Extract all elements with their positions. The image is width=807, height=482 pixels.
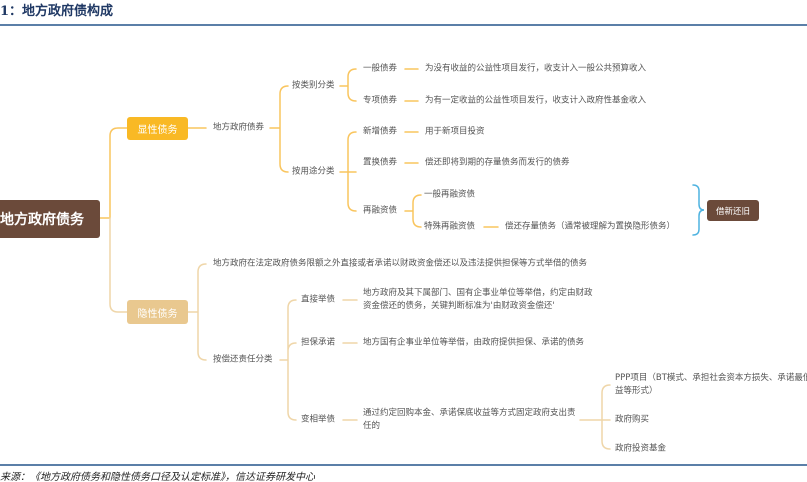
implicit-debt-node: 隐性债务 bbox=[127, 300, 188, 324]
direct-borrowing-desc: 地方政府及其下属部门、国有企事业单位等举借，约定由财政资金偿还的债务，关键判断标… bbox=[363, 288, 593, 311]
ppp-node: PPP项目（BT模式、承担社会资本方损失、承诺最低收益等形式） bbox=[615, 373, 807, 396]
refinance-note-node: 借新还旧 bbox=[707, 200, 759, 221]
implicit-definition: 地方政府在法定政府债务限额之外直接或者承诺以财政资金偿还以及违法提供担保等方式举… bbox=[213, 258, 588, 269]
new-bond-node: 新增债券 bbox=[363, 126, 398, 137]
refinance-bond-node: 再融资债 bbox=[363, 205, 398, 216]
explicit-connectors bbox=[99, 68, 499, 228]
explicit-debt-node: 显性债务 bbox=[127, 117, 188, 140]
replacement-bond-node: 置换债券 bbox=[363, 157, 398, 168]
figure-title: 1：地方政府债构成 bbox=[0, 4, 114, 19]
implicit-connectors bbox=[109, 217, 611, 450]
special-bond-node: 专项债券 bbox=[363, 95, 398, 106]
top-divider bbox=[0, 24, 807, 26]
blue-bracket bbox=[692, 184, 705, 236]
source-note: 来源：《地方政府债务和隐性债务口径及认定标准》，信达证券研发中心 bbox=[0, 472, 315, 482]
root-node: 地方政府债务 bbox=[0, 200, 100, 238]
guarantee-node: 担保承诺 bbox=[301, 337, 336, 348]
general-bond-node: 一般债券 bbox=[363, 63, 398, 74]
special-refinance-desc: 偿还存量债务（通常被理解为置换隐形债务） bbox=[505, 221, 676, 232]
replacement-bond-desc: 偿还即将到期的存量债务而发行的债券 bbox=[425, 157, 570, 168]
disguised-borrowing-node: 变相举债 bbox=[301, 414, 336, 425]
direct-borrowing-node: 直接举债 bbox=[301, 294, 336, 305]
by-category-node: 按类别分类 bbox=[292, 80, 335, 91]
disguised-borrowing-desc: 通过约定回购本金、承诺保底收益等方式固定政府支出责任的 bbox=[363, 408, 576, 431]
by-use-node: 按用途分类 bbox=[292, 166, 335, 177]
local-gov-bond-node: 地方政府债券 bbox=[213, 122, 265, 133]
new-bond-desc: 用于新项目投资 bbox=[425, 126, 485, 137]
bottom-divider bbox=[0, 464, 807, 466]
gov-investment-fund-node: 政府投资基金 bbox=[615, 443, 667, 454]
general-bond-desc: 为没有收益的公益性项目发行，收支计入一般公共预算收入 bbox=[425, 63, 647, 74]
special-refinance-node: 特殊再融资债 bbox=[424, 221, 476, 232]
guarantee-desc: 地方国有企事业单位等举借，由政府提供担保、承诺的债务 bbox=[363, 337, 585, 348]
special-bond-desc: 为有一定收益的公益性项目发行，收支计入政府性基金收入 bbox=[425, 95, 647, 106]
general-refinance-node: 一般再融资债 bbox=[424, 189, 476, 200]
gov-purchase-node: 政府购买 bbox=[615, 414, 650, 425]
by-responsibility-node: 按偿还责任分类 bbox=[213, 354, 273, 365]
